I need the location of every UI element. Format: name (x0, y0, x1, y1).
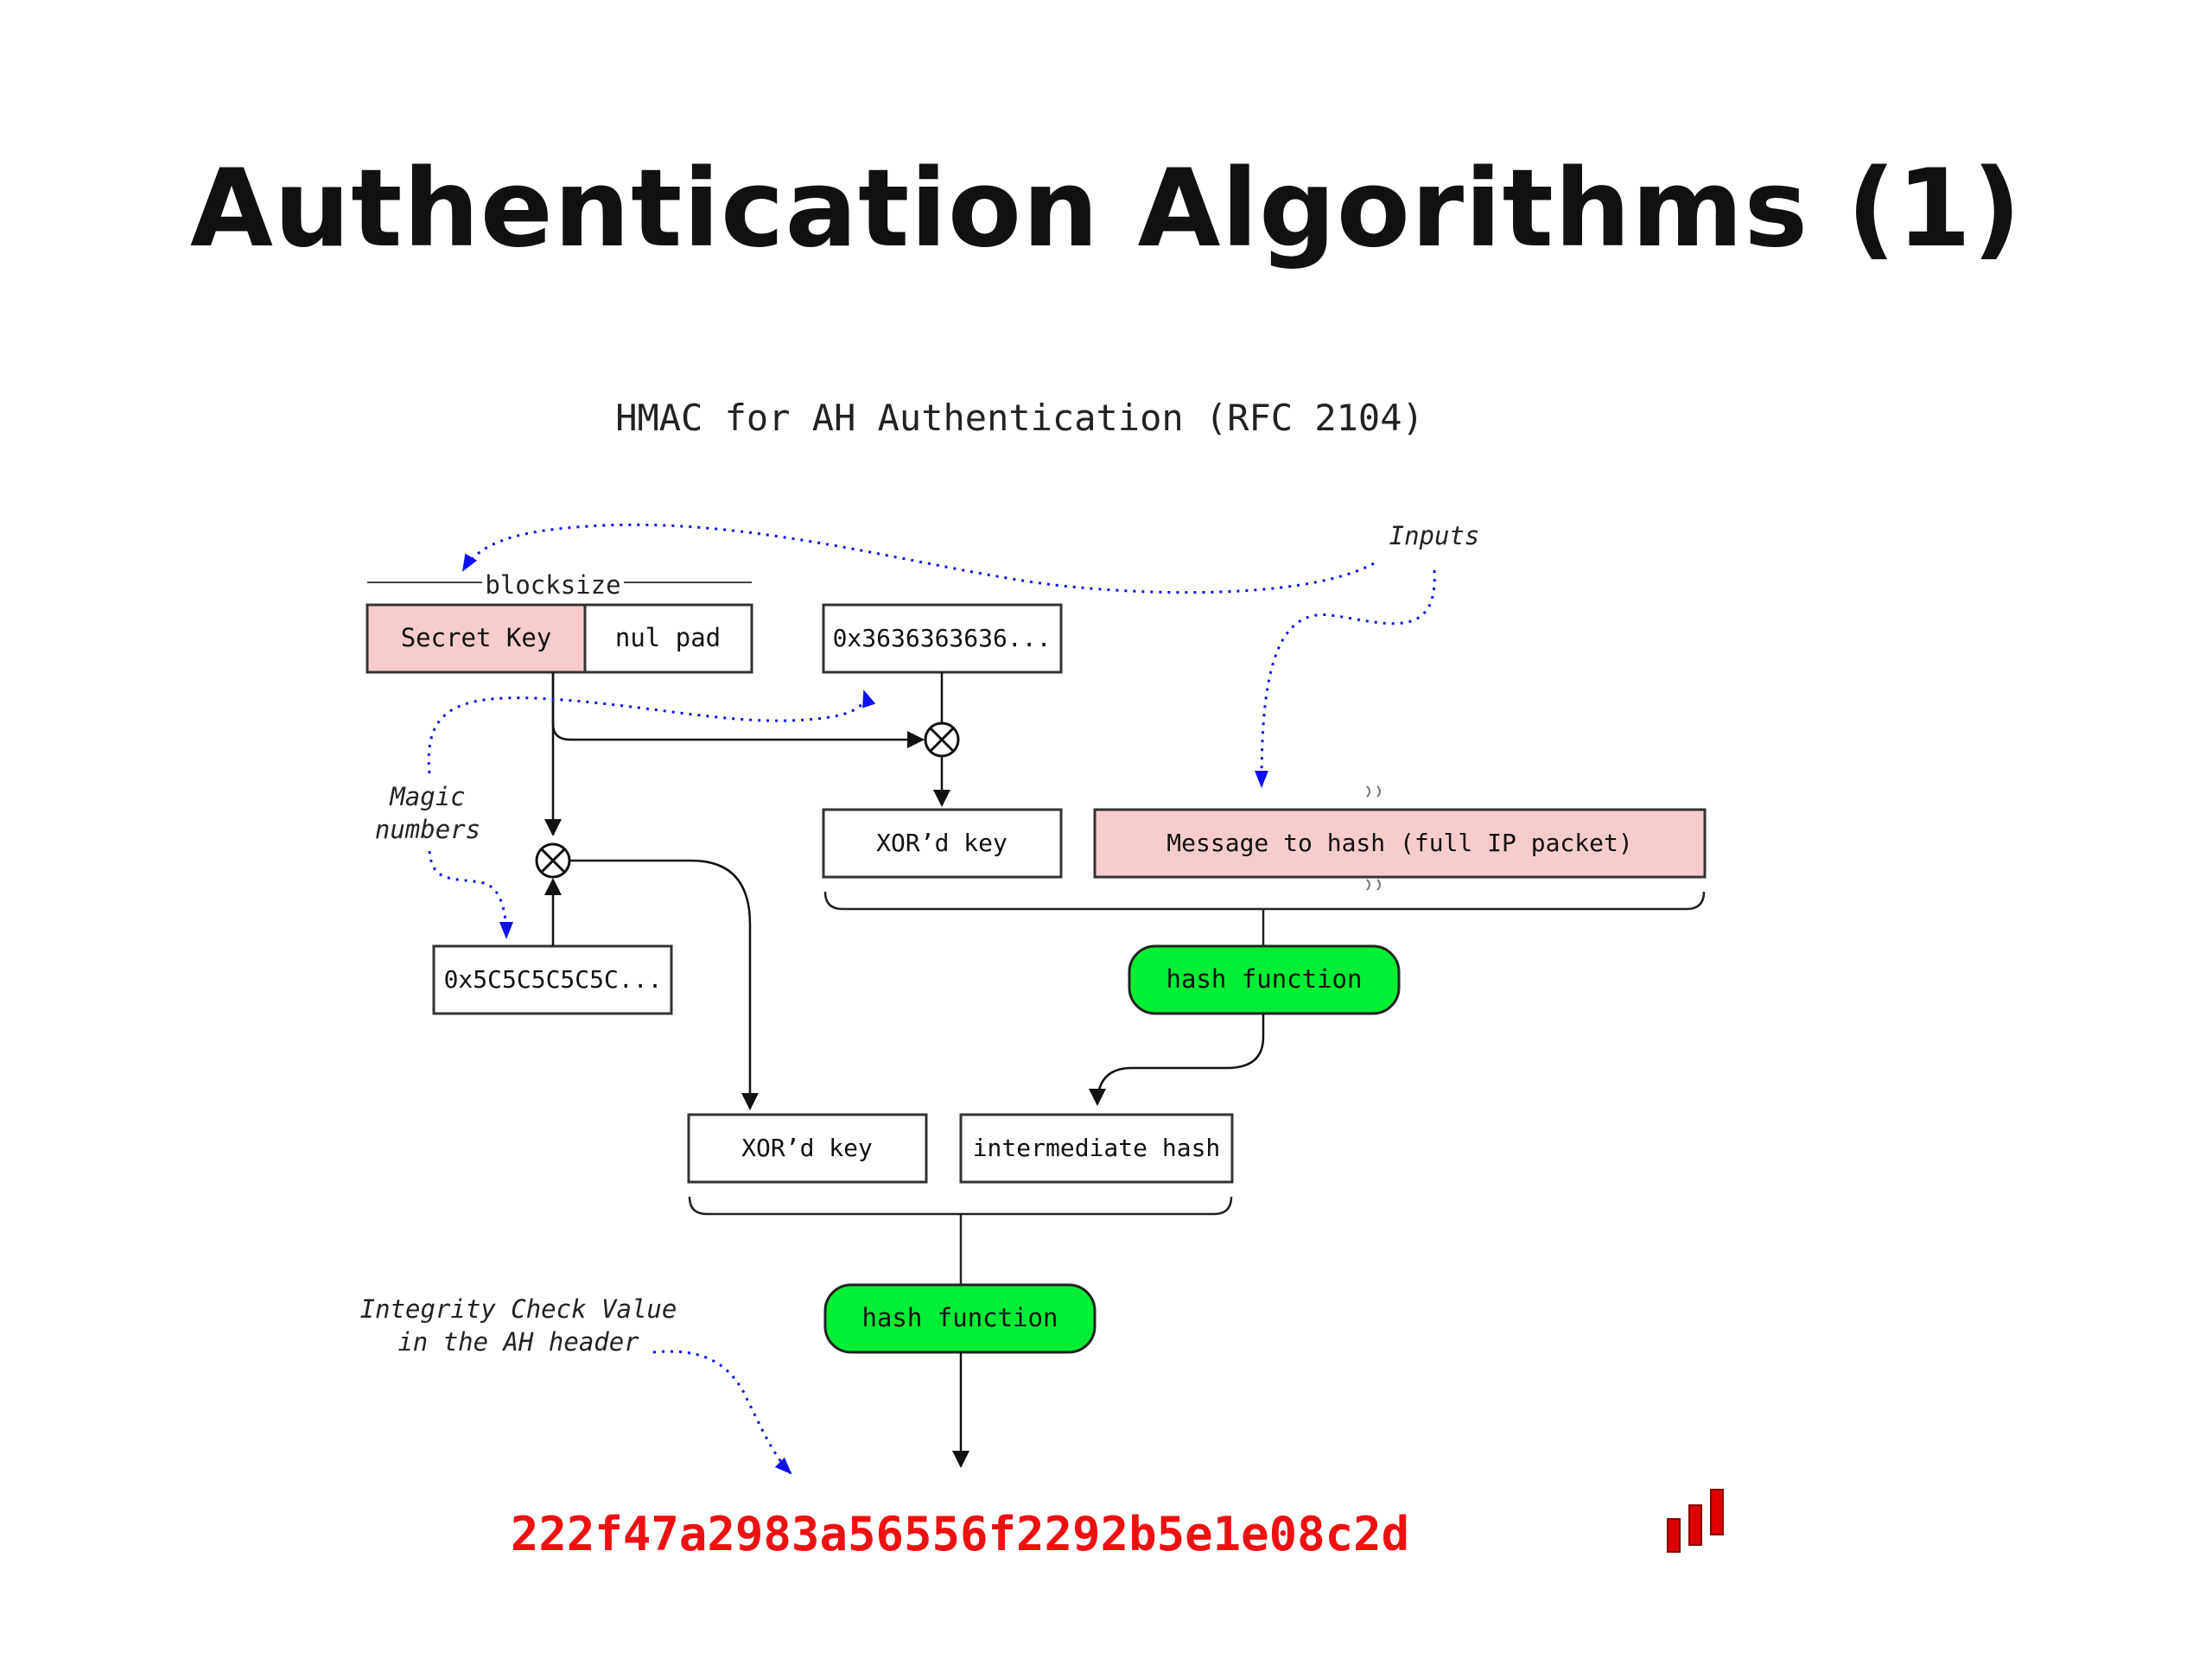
output-hash: 222f47a2983a56556f2292b5e1e08c2d (511, 1507, 1409, 1561)
inputs-to-message-arrow (1255, 569, 1436, 788)
inputs-label: Inputs (1389, 521, 1480, 550)
outer-xor-symbol (535, 842, 571, 879)
inner-xord-key-label: XOR’d key (876, 829, 1007, 857)
intermediate-hash-label: intermediate hash (973, 1134, 1221, 1162)
outer-xor-to-key-line (569, 859, 759, 1110)
opad-label: 0x5C5C5C5C5C... (444, 965, 663, 994)
inner-hash-function: hash function (1128, 944, 1401, 1015)
outer-xord-key-box: XOR’d key (687, 1113, 928, 1184)
bars-logo-icon (1667, 1489, 1724, 1553)
slide-title: Authentication Algorithms (1) (190, 147, 2022, 271)
secret-key-label: Secret Key (401, 623, 552, 652)
outer-xord-key-label: XOR’d key (741, 1134, 873, 1162)
outer-group-bracket (688, 1196, 1233, 1216)
magic-to-ipad-arrow (427, 690, 876, 774)
ipad-box: 0x3636363636... (822, 603, 1063, 674)
intermediate-hash-box: intermediate hash (959, 1113, 1234, 1184)
outer-hash-label: hash function (862, 1303, 1058, 1332)
icv-label-line2: in the AH header (397, 1327, 639, 1357)
blocksize-bracket: blocksize (367, 570, 752, 600)
nul-pad-box: nul pad (583, 603, 753, 674)
opad-box: 0x5C5C5C5C5C... (432, 944, 673, 1015)
icv-label-line1: Integrity Check Value (360, 1294, 677, 1324)
diagram-title: HMAC for AH Authentication (RFC 2104) (615, 397, 1424, 439)
ipad-label: 0x3636363636... (833, 624, 1052, 652)
nul-pad-label: nul pad (615, 623, 721, 652)
magic-label-line1: Magic (389, 782, 465, 811)
inner-hash-label: hash function (1166, 964, 1363, 994)
inner-xord-key-box: XOR’d key (822, 808, 1063, 879)
key-to-inner-xor-line (551, 672, 925, 748)
blocksize-label: blocksize (485, 570, 620, 600)
magic-label-line2: numbers (375, 815, 480, 844)
inner-group-bracket (823, 891, 1706, 911)
secret-key-box: Secret Key (365, 603, 587, 674)
inner-xor-symbol (924, 721, 960, 758)
hash-to-intermediate-line (1089, 1014, 1265, 1106)
magic-to-opad-arrow (428, 850, 513, 939)
outer-hash-function: hash function (823, 1283, 1096, 1354)
message-box: Message to hash (full IP packet) (1093, 785, 1707, 891)
icv-to-output-arrow (652, 1350, 792, 1475)
inputs-to-secret-key-arrow (461, 523, 1375, 594)
message-label: Message to hash (full IP packet) (1166, 829, 1632, 857)
